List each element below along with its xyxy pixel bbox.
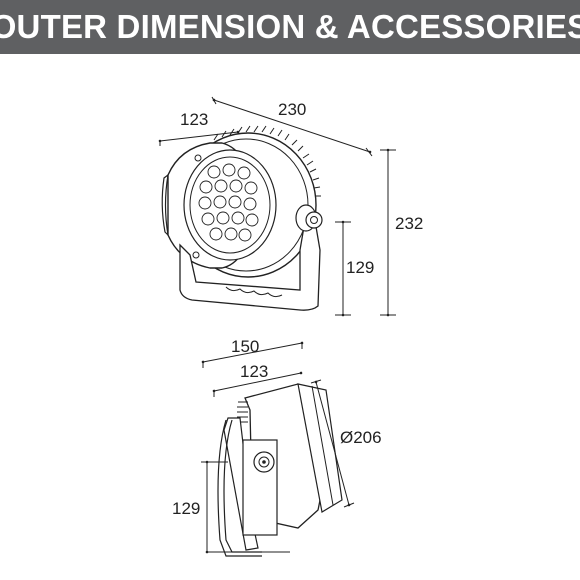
side-dimensions bbox=[201, 341, 355, 554]
front-length-label: 230 bbox=[278, 100, 306, 119]
header-banner: OUTER DIMENSION & ACCESSORIES bbox=[0, 0, 580, 54]
side-diameter-label: Ø206 bbox=[340, 428, 382, 447]
power-cable bbox=[217, 419, 262, 557]
adjust-knob bbox=[295, 204, 323, 232]
side-fins bbox=[237, 401, 248, 423]
front-dimensions bbox=[158, 96, 396, 317]
side-depth-label: 123 bbox=[240, 362, 268, 381]
side-view bbox=[206, 383, 343, 557]
side-knob bbox=[253, 451, 275, 473]
front-height-label: 232 bbox=[395, 214, 423, 233]
side-mount-height-label: 129 bbox=[172, 499, 200, 518]
led-array bbox=[198, 163, 259, 242]
side-width-label: 150 bbox=[231, 337, 259, 356]
front-depth-label: 123 bbox=[180, 110, 208, 129]
page-title: OUTER DIMENSION & ACCESSORIES bbox=[0, 8, 580, 45]
front-view bbox=[161, 125, 323, 311]
front-mount-height-label: 129 bbox=[346, 258, 374, 277]
